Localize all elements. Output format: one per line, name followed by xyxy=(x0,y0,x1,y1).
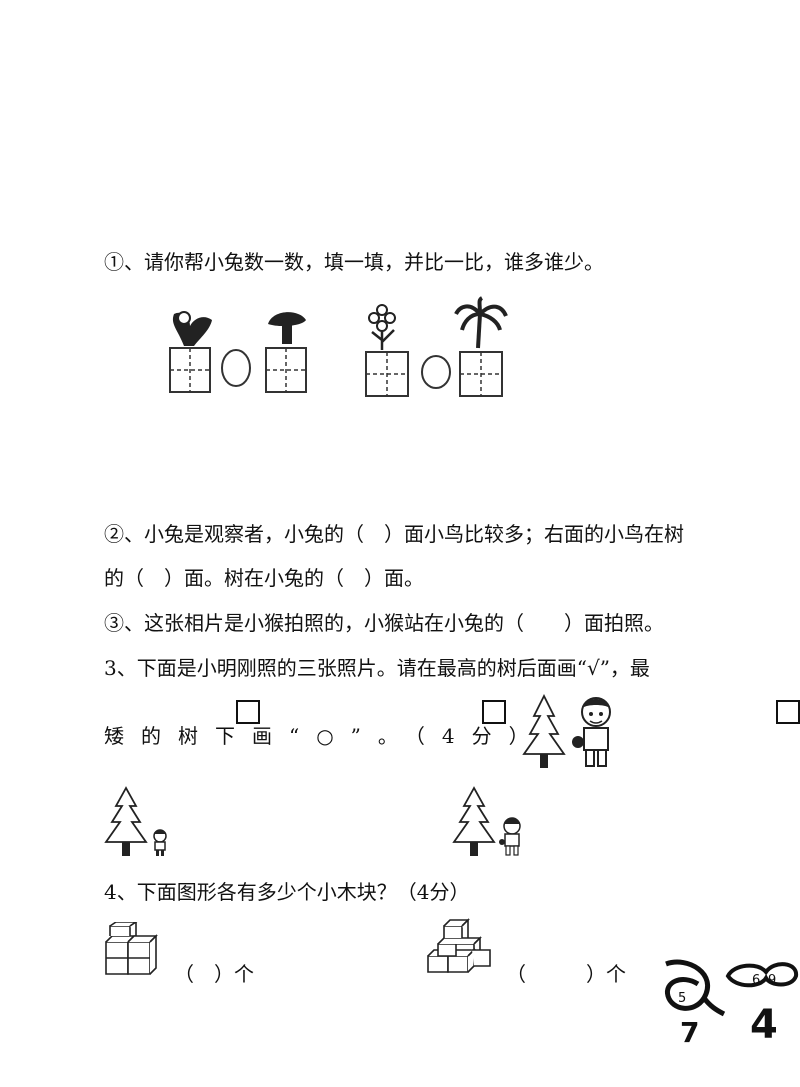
answer-box-photo-2[interactable] xyxy=(482,700,506,724)
count-box-2 xyxy=(265,347,307,393)
palm-tree-icon xyxy=(454,296,508,349)
block-figure-1-answer[interactable]: （ ）个 xyxy=(174,962,254,986)
photo-tree-medium-boy xyxy=(452,786,521,856)
count-box-3 xyxy=(365,351,409,397)
question-1-prompt: ①、请你帮小兔数一数，填一填，并比一比，谁多谁少。 xyxy=(104,250,604,274)
question-4-line-1: 3、下面是小明刚照的三张照片。请在最高的树后面画“√”，最 xyxy=(104,656,650,680)
question-5-prompt: 4、下面图形各有多少个小木块？（4分） xyxy=(104,880,470,904)
comparison-illustration xyxy=(169,296,508,397)
question-2-line-2: 的（ ）面。树在小兔的（ ）面。 xyxy=(104,566,424,590)
photo-tall-tree-boy xyxy=(522,694,611,768)
answer-box-photo-3[interactable] xyxy=(776,700,800,724)
question-3-line: ③、这张相片是小猴拍照的，小猴站在小兔的（ ）面拍照。 xyxy=(104,611,664,635)
photo-tree-small-boy xyxy=(104,786,167,856)
count-box-1 xyxy=(169,347,211,393)
boy-icon xyxy=(153,829,167,856)
tree-icon xyxy=(452,786,496,856)
tree-icon xyxy=(522,694,566,768)
question-2-line-1: ②、小兔是观察者，小兔的（ ）面小鸟比较多；右面的小鸟在树 xyxy=(104,522,684,546)
block-figure-1 xyxy=(105,922,158,975)
stamp-digit-6: 6 xyxy=(752,973,760,988)
boy-icon xyxy=(499,817,521,856)
answer-box-photo-1[interactable] xyxy=(236,700,260,724)
daffodil-icon xyxy=(368,304,396,350)
question-4-line-2: 矮的树下画“○”。（4分） xyxy=(104,724,546,748)
stamp-digit-7: 7 xyxy=(680,1016,699,1049)
tree-icon xyxy=(104,786,148,856)
stamp-digit-4: 4 xyxy=(750,1002,778,1048)
block-figure-2 xyxy=(427,918,491,973)
stamp-digit-5: 5 xyxy=(678,991,686,1006)
block-figure-2-answer[interactable]: （ ）个 xyxy=(506,962,626,986)
count-box-4 xyxy=(459,351,503,397)
number-doodle-stamp: 5 7 6 9 4 xyxy=(664,959,798,1049)
flower-plant-icon xyxy=(172,311,212,346)
boy-icon xyxy=(572,697,611,767)
mushroom-icon xyxy=(268,312,306,344)
compare-circle-2 xyxy=(421,355,451,389)
stamp-digit-9: 9 xyxy=(768,973,776,988)
compare-circle-1 xyxy=(221,349,251,387)
